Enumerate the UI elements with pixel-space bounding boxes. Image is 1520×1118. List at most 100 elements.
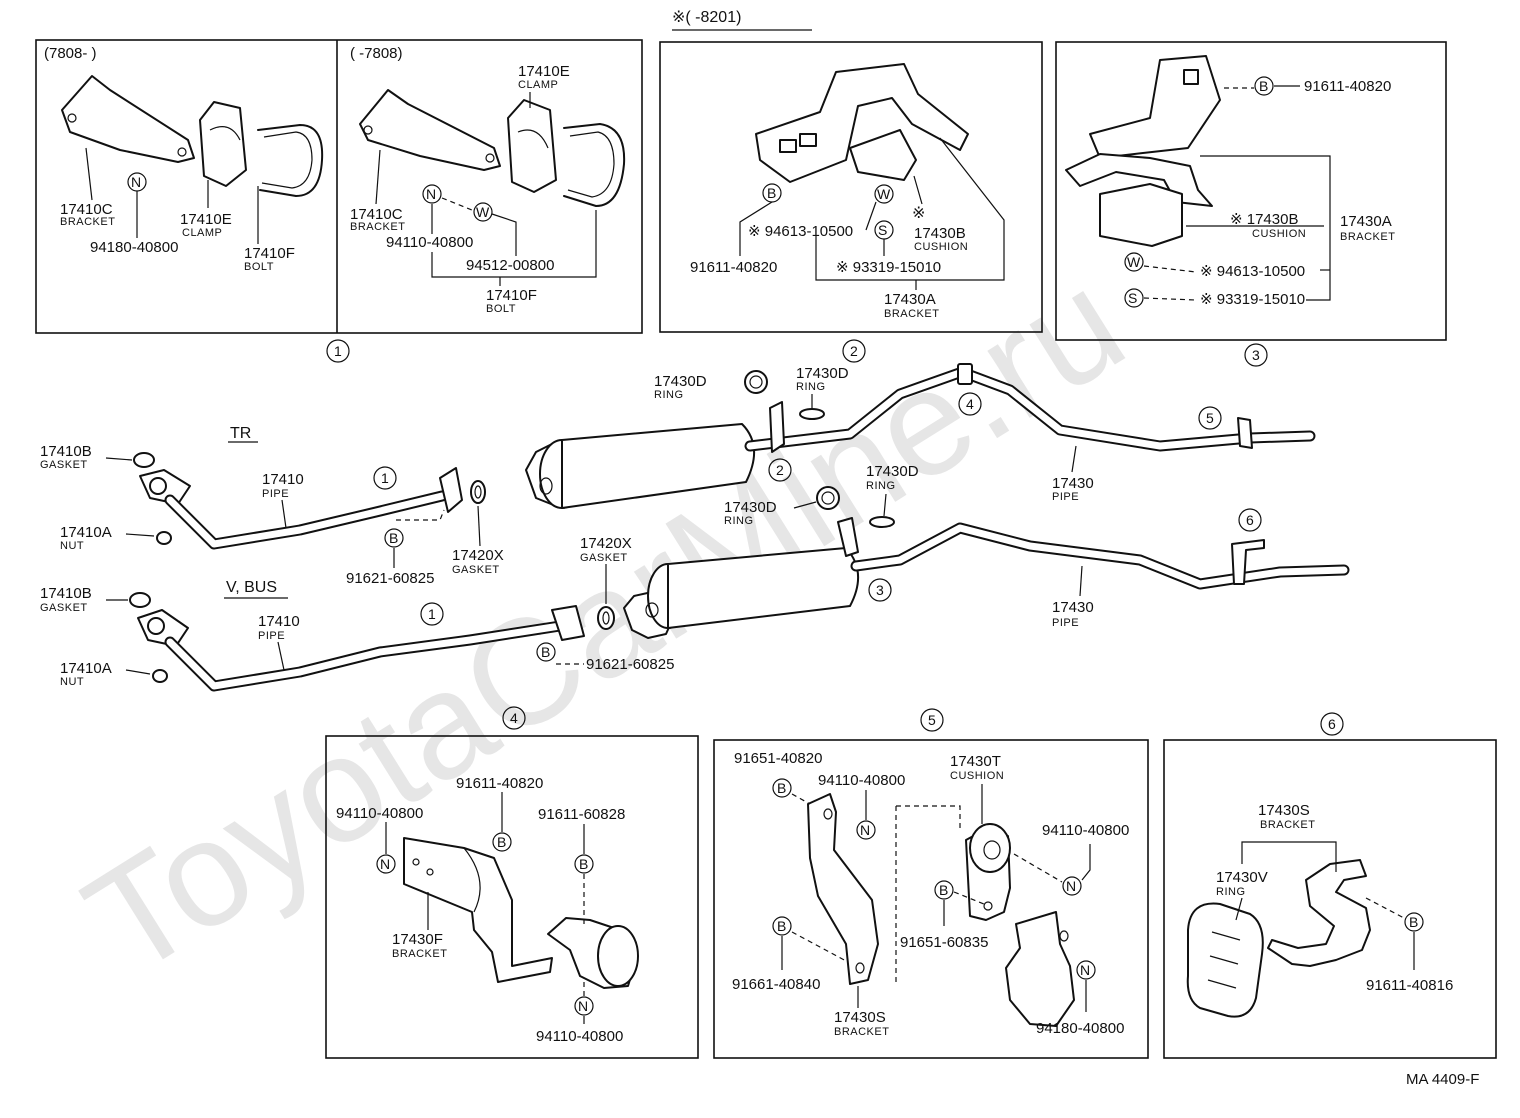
bracket-bend [463, 847, 481, 913]
clamp-lbl: CLAMP [182, 227, 222, 239]
leader [1079, 565, 1083, 597]
gasket-17420x-tr [470, 480, 486, 504]
detail-4-frame [325, 735, 699, 1059]
dash-leader [1143, 297, 1197, 301]
nut-symbol [1062, 876, 1082, 896]
callout-6-main [1238, 508, 1262, 532]
bolt-symbol-letter: B [497, 834, 506, 850]
u-bolt-17410f-left [257, 124, 324, 197]
bracket-hole [426, 868, 434, 876]
leader [1081, 844, 1091, 881]
callout-6-number: 6 [1328, 716, 1336, 732]
dash-leader [1013, 853, 1063, 883]
washer-symbol-letter: W [877, 186, 891, 202]
detail-1: (7808- ) ( -7808) 17410C BRACKET N 94180… [35, 39, 643, 363]
pipe-lbl: PIPE [258, 630, 285, 642]
bracket-pn: 17410C [350, 206, 403, 223]
nut-symbol [856, 820, 876, 840]
leader [1071, 445, 1077, 473]
bracket-pn: 17430S [1258, 802, 1310, 819]
hanger-3 [837, 517, 859, 557]
ring-pn: 17430D [866, 463, 919, 480]
nut-lbl: NUT [60, 676, 84, 688]
callout-1-vbus-number: 1 [428, 606, 436, 622]
washer-symbol [1124, 252, 1144, 272]
dash-leader [396, 509, 445, 521]
spring-pn: ※ 93319-15010 [836, 259, 941, 276]
bolt-symbol-letter: B [389, 530, 398, 546]
callout-1 [326, 339, 350, 363]
leader [105, 457, 133, 461]
callout-6 [1320, 712, 1344, 736]
bolt-symbol [384, 528, 404, 548]
cushion-pn: 17430B [914, 225, 966, 242]
bracket-slot [799, 133, 817, 147]
cushion-hole [983, 840, 1001, 860]
cushion-lbl: CUSHION [950, 770, 1004, 782]
nut-pn: 94110-40800 [336, 805, 423, 822]
leader-bracket [1241, 841, 1337, 872]
bracket-17430s [1267, 859, 1371, 967]
pipe-flange-tr [439, 467, 463, 513]
bolt-symbol [934, 880, 954, 900]
cushion-mark: ※ [912, 205, 925, 222]
bracket-17430a-upper [1089, 55, 1221, 159]
detail-5: 5 91651-40820 B 94110-40800 N 17430T CUS… [713, 708, 1149, 1059]
bolt2-pn: 91611-60828 [538, 806, 625, 823]
callout-4-number: 4 [510, 710, 518, 726]
clamp-ring [597, 925, 639, 987]
muffler-body-upper [561, 423, 756, 509]
bracket-pn: 17430F [392, 931, 443, 948]
bracket-lbl: BRACKET [1260, 819, 1315, 831]
gasket-17410b-upper [133, 452, 155, 468]
bracket-lbl: BRACKET [350, 221, 405, 233]
pipe-lbl: PIPE [262, 488, 289, 500]
dash-leader [896, 805, 961, 830]
nut-symbol-letter: N [860, 822, 870, 838]
leader-bracket [431, 210, 597, 278]
bracket-pn: 17430A [1340, 213, 1392, 230]
callout-5-main [1198, 406, 1222, 430]
cushion-17430b [849, 129, 917, 181]
bracket-17430a [755, 63, 969, 183]
callout-2-main-number: 2 [776, 462, 784, 478]
bolt-symbol-letter: B [1409, 914, 1418, 930]
nut-pn: 17410A [60, 660, 112, 677]
clamp-pn: 17410E [180, 211, 232, 228]
bracket-slot [779, 139, 797, 153]
detail-1-frame [35, 39, 643, 334]
bracket-hole [823, 808, 833, 820]
leader [125, 533, 155, 537]
leader [739, 201, 773, 256]
ring-pn: 17430D [724, 499, 777, 516]
tail-pipe-17430-lower-inner [852, 524, 1348, 588]
gasket2-pn: 17420X [580, 535, 632, 552]
leader [1235, 897, 1243, 921]
bracket-17410c-left [61, 75, 195, 163]
detail-5-frame [713, 739, 1149, 1059]
hanger-6 [1231, 539, 1265, 585]
bracket-lbl: BRACKET [60, 216, 115, 228]
gasket-17420x-vbus [597, 606, 615, 630]
dash-leader [441, 197, 473, 211]
bolt-pn: 91651-40820 [734, 750, 822, 767]
leader-bracket [815, 137, 1005, 281]
nut2-pn: 94110-40800 [1042, 822, 1129, 839]
cushion-17430t-boss [969, 823, 1011, 873]
nut-symbol-letter: N [426, 186, 436, 202]
callout-2-main [768, 458, 792, 482]
leader [375, 149, 381, 205]
washer-pn: ※ 94613-10500 [1200, 263, 1305, 280]
nut-17410a-lower [152, 669, 168, 683]
pipe-pn: 17410 [262, 471, 304, 488]
nut2-pn: 94110-40800 [536, 1028, 623, 1045]
flange-boss [149, 477, 167, 495]
bracket-17430f [403, 837, 553, 983]
bolt-symbol-letter: B [777, 780, 786, 796]
pipe-17410-vbus-inner [166, 622, 564, 690]
ring-lbl: RING [654, 389, 684, 401]
bracket-slot [1183, 69, 1199, 85]
cushion-17430b [1099, 183, 1183, 247]
nut-pn: 94110-40800 [818, 772, 905, 789]
